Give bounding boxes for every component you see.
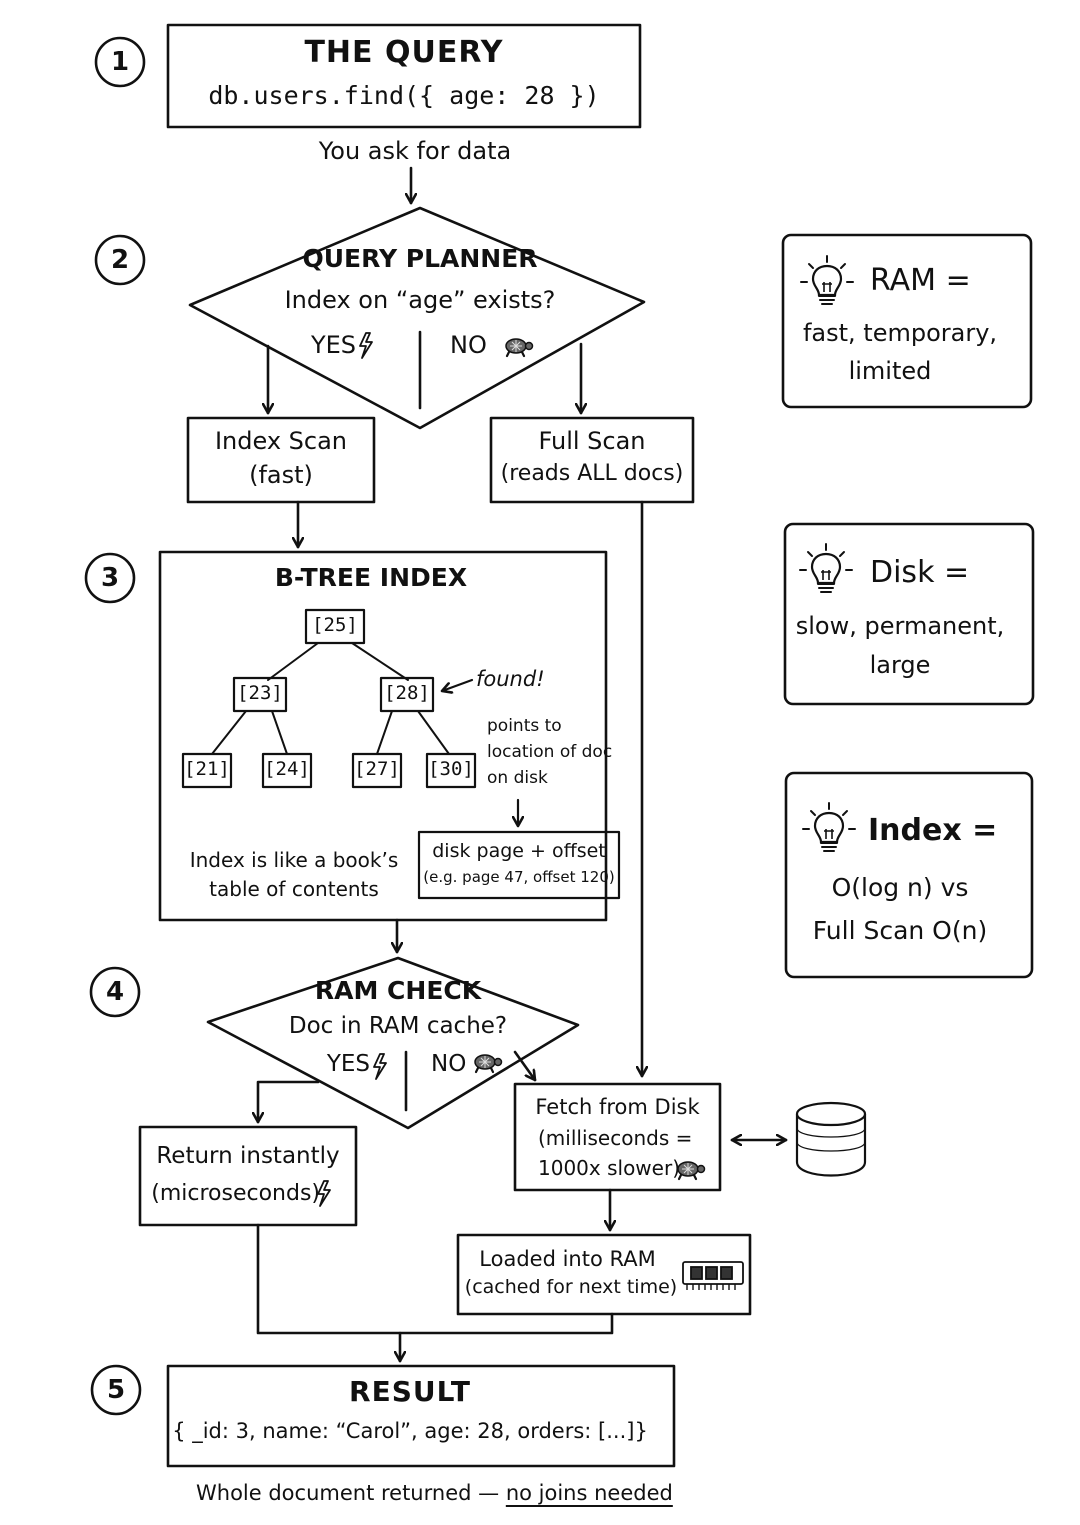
step-number: 2 xyxy=(110,245,130,275)
tip-ram-line: limited xyxy=(848,357,932,385)
tip-disk-line: large xyxy=(869,651,931,679)
turtle-icon xyxy=(473,1053,503,1074)
full-scan-title: Full Scan xyxy=(538,427,646,455)
btree-node-right: [28] xyxy=(384,682,430,704)
btree-node-root: [25] xyxy=(312,614,358,636)
ramcheck-yes-label: YES xyxy=(326,1051,370,1077)
full-scan-box xyxy=(489,416,695,504)
points-to-line: on disk xyxy=(487,768,548,788)
points-to-line: points to xyxy=(487,716,562,736)
tip-index-line: O(log n) vs xyxy=(831,873,969,902)
query-planner-diamond xyxy=(188,206,646,430)
index-scan-note: (fast) xyxy=(249,461,313,489)
points-to-line: location of doc xyxy=(487,742,613,762)
fetch-disk-note: (milliseconds = xyxy=(538,1126,693,1150)
ram-check-question: Doc in RAM cache? xyxy=(288,1013,508,1039)
lightning-icon xyxy=(359,332,373,359)
disk-pointer-example: (e.g. page 47, offset 120) xyxy=(423,868,615,886)
tip-disk-line: slow, permanent, xyxy=(795,612,1005,640)
disk-pointer-box xyxy=(417,830,621,900)
return-instantly-title: Return instantly xyxy=(156,1143,340,1169)
loaded-ram-title: Loaded into RAM xyxy=(479,1247,656,1271)
planner-question: Index on “age” exists? xyxy=(284,286,556,314)
loaded-ram-box xyxy=(456,1233,752,1316)
fetch-disk-box xyxy=(513,1082,722,1192)
turtle-icon xyxy=(504,337,534,358)
lightning-icon xyxy=(373,1053,387,1080)
btree-title: B-TREE INDEX xyxy=(274,563,468,592)
return-instantly-note: (microseconds) xyxy=(151,1181,320,1206)
ram-check-diamond xyxy=(206,956,580,1130)
step-circles xyxy=(84,36,146,1416)
btree-node-boxes xyxy=(181,608,477,789)
btree-node-leaf: [30] xyxy=(428,758,474,780)
index-analogy-line: Index is like a book’s xyxy=(189,848,399,872)
ram-check-title: RAM CHECK xyxy=(314,976,482,1005)
btree-edges xyxy=(211,642,450,755)
query-caption: You ask for data xyxy=(318,137,512,165)
btree-panel xyxy=(158,550,608,922)
step-2-circle xyxy=(94,234,146,286)
index-scan-box xyxy=(186,416,376,504)
ram-chip-icon xyxy=(682,1261,744,1290)
ramcheck-no-label: NO xyxy=(431,1051,467,1077)
tip-ram-box xyxy=(781,233,1033,409)
return-instantly-box xyxy=(138,1125,358,1227)
loaded-ram-note: (cached for next time) xyxy=(464,1276,678,1298)
query-code: db.users.find({ age: 28 }) xyxy=(208,81,600,110)
tip-disk-heading: Disk = xyxy=(870,555,970,590)
lightbulb-icon xyxy=(799,254,855,306)
step-number: 4 xyxy=(105,977,125,1007)
btree-node-left: [23] xyxy=(237,682,283,704)
result-title: RESULT xyxy=(349,1375,471,1408)
planner-yes-label: YES xyxy=(310,331,356,359)
tip-index-box xyxy=(784,771,1034,979)
tip-index-line: Full Scan O(n) xyxy=(812,916,988,945)
result-caption: Whole document returned — no joins neede… xyxy=(196,1480,673,1506)
tip-ram-line: fast, temporary, xyxy=(802,319,998,347)
result-box xyxy=(166,1364,676,1468)
tip-index-heading: Index = xyxy=(868,813,998,848)
result-caption-text: Whole document returned — xyxy=(196,1481,500,1505)
query-box xyxy=(166,23,642,129)
btree-node-leaf: [21] xyxy=(184,758,230,780)
lightbulb-icon xyxy=(801,801,857,853)
planner-no-label: NO xyxy=(450,331,487,359)
found-arrow xyxy=(442,678,474,691)
query-title: THE QUERY xyxy=(304,35,504,70)
arrow-ramcheck-no xyxy=(513,1050,537,1082)
planner-title: QUERY PLANNER xyxy=(302,244,538,273)
found-label: found! xyxy=(476,667,545,691)
merge-line xyxy=(256,1223,614,1335)
step-4-circle xyxy=(89,966,141,1018)
step-number: 3 xyxy=(100,563,120,593)
btree-node-leaf: [24] xyxy=(264,758,310,780)
full-scan-note: (reads ALL docs) xyxy=(500,461,684,486)
btree-node-leaf: [27] xyxy=(354,758,400,780)
tip-ram-heading: RAM = xyxy=(870,263,971,298)
index-scan-title: Index Scan xyxy=(214,427,348,455)
lightbulb-icon xyxy=(798,542,854,594)
database-cylinder-icon xyxy=(795,1101,867,1177)
step-1-circle xyxy=(94,36,146,88)
step-number: 1 xyxy=(110,47,130,77)
index-analogy-line: table of contents xyxy=(209,877,379,901)
result-document: { _id: 3, name: “Carol”, age: 28, orders… xyxy=(172,1419,648,1443)
disk-pointer-title: disk page + offset xyxy=(432,840,606,862)
arrow-ramcheck-yes xyxy=(258,1080,320,1124)
fetch-disk-title: Fetch from Disk xyxy=(535,1095,700,1119)
result-caption-emphasis: no joins needed xyxy=(505,1481,673,1505)
step-5-circle xyxy=(90,1364,142,1416)
fetch-disk-note: 1000x slower) xyxy=(538,1156,680,1180)
tip-disk-box xyxy=(783,522,1035,706)
step-3-circle xyxy=(84,552,136,604)
step-number: 5 xyxy=(106,1375,126,1405)
